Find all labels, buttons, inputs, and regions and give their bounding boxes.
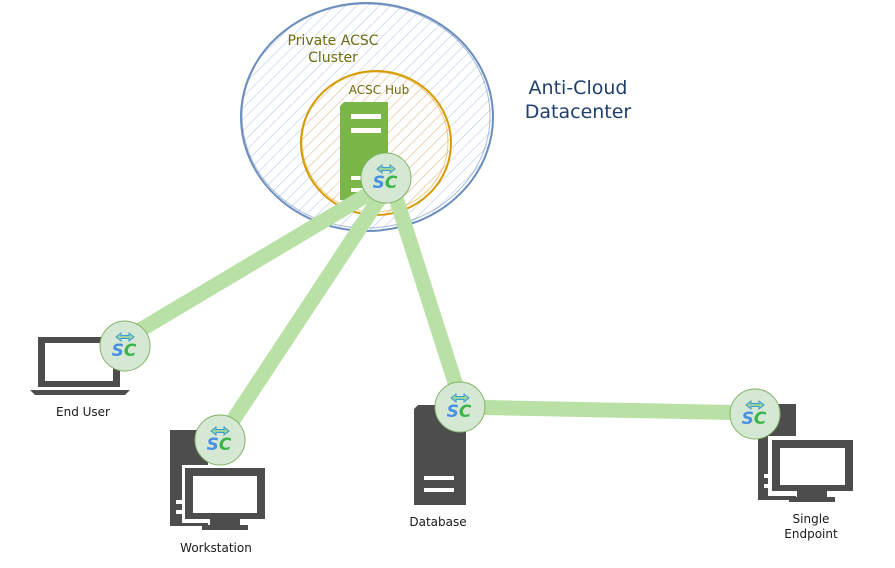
badge-workstation[interactable]: SC	[194, 414, 246, 466]
workstation-node[interactable]: Workstation	[170, 430, 268, 555]
badge-sc-text: SC	[373, 173, 398, 193]
bidirectional-arrow-icon	[745, 399, 765, 411]
workstation-label: Workstation	[180, 541, 252, 555]
bidirectional-arrow-icon	[115, 331, 135, 343]
cluster-label-line1: Private ACSC	[287, 33, 378, 49]
bidirectional-arrow-icon	[210, 425, 230, 437]
link-database-endpoint[interactable]	[459, 399, 756, 421]
bidirectional-arrow-icon	[376, 163, 396, 175]
acsc-hub[interactable]: ACSC Hub	[300, 70, 452, 216]
end-user-label: End User	[56, 405, 110, 419]
badge-sc-text: SC	[447, 402, 472, 422]
badge-database[interactable]: SC	[434, 381, 486, 433]
badge-sc-text: SC	[112, 341, 137, 361]
badge-sc-text: SC	[742, 409, 767, 429]
bidirectional-arrow-icon	[450, 392, 470, 404]
badge-end-user[interactable]: SC	[99, 320, 151, 372]
connections	[121, 185, 756, 442]
datacenter-title-line1: Anti-Cloud	[529, 77, 628, 99]
link-hub-end-user[interactable]	[121, 185, 376, 346]
hub-label: ACSC Hub	[349, 83, 409, 97]
single-endpoint-label-line2: Endpoint	[784, 527, 838, 541]
cluster-label-line2: Cluster	[308, 50, 358, 66]
datacenter-title-line2: Datacenter	[525, 101, 632, 123]
sc-badges: SC SC SC SC SC	[99, 152, 781, 466]
link-hub-workstation[interactable]	[215, 191, 388, 442]
database-label: Database	[409, 515, 466, 529]
workstation-icon	[170, 430, 268, 530]
badge-single-endpoint[interactable]: SC	[729, 388, 781, 440]
badge-hub[interactable]: SC	[360, 152, 412, 204]
badge-sc-text: SC	[207, 435, 232, 455]
link-hub-database[interactable]	[388, 195, 468, 401]
single-endpoint-label-line1: Single	[793, 512, 830, 526]
